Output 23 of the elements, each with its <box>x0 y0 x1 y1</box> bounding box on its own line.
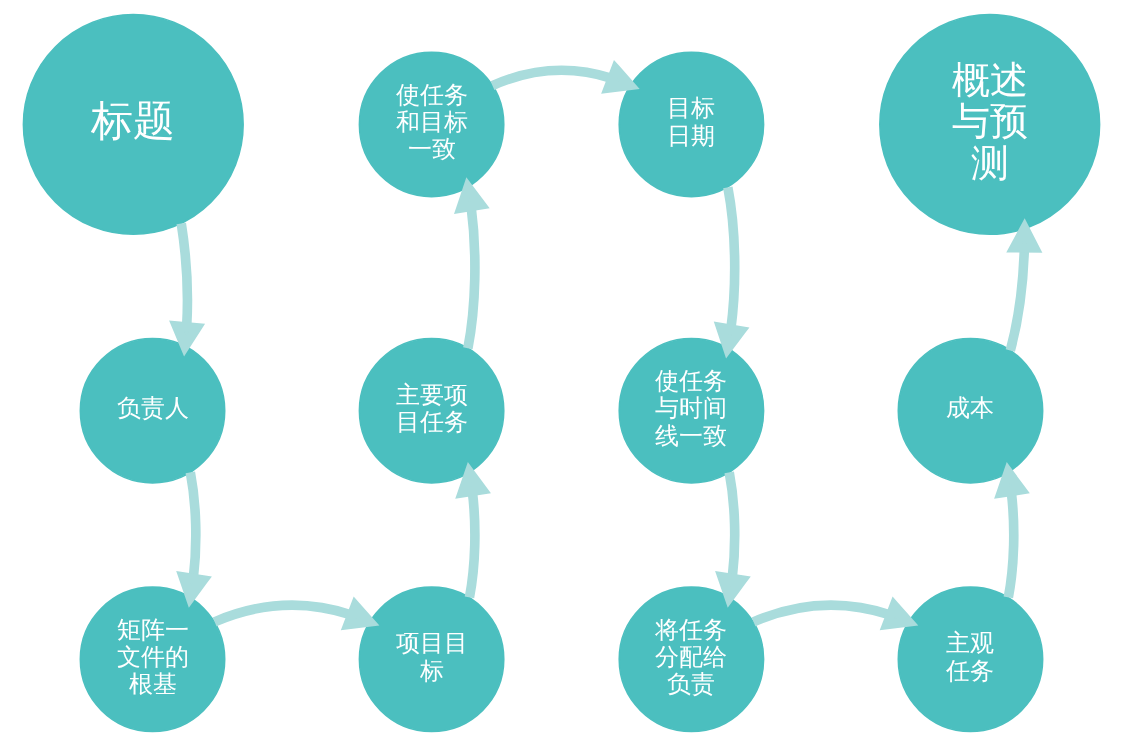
node-circle: 主观任务 <box>897 586 1043 733</box>
arrow <box>1005 218 1042 352</box>
arrow <box>212 596 379 631</box>
node-circle: 负责人 <box>79 337 225 484</box>
arrow <box>713 186 749 359</box>
arrow <box>175 471 212 608</box>
node-circle: 使任务和目标一致 <box>358 51 505 198</box>
node-circle: 成本 <box>897 337 1043 484</box>
node-circle: 项目目标 <box>358 586 505 733</box>
arrow <box>714 471 751 608</box>
node-circle: 使任务与时间线一致 <box>617 337 764 484</box>
node-circle: 目标日期 <box>617 51 764 198</box>
node-circle: 主要项目任务 <box>358 337 505 484</box>
arrow <box>993 462 1030 599</box>
node-circle: 矩阵一文件的根基 <box>79 586 225 733</box>
arrow <box>454 462 491 599</box>
arrow <box>751 596 918 631</box>
node-circle: 概述与预测 <box>878 13 1100 236</box>
arrow <box>490 59 640 94</box>
arrow <box>453 177 490 350</box>
arrow <box>168 222 205 357</box>
node-circle: 将任务分配给负责 <box>617 586 764 733</box>
node-circle: 标题 <box>22 13 244 236</box>
